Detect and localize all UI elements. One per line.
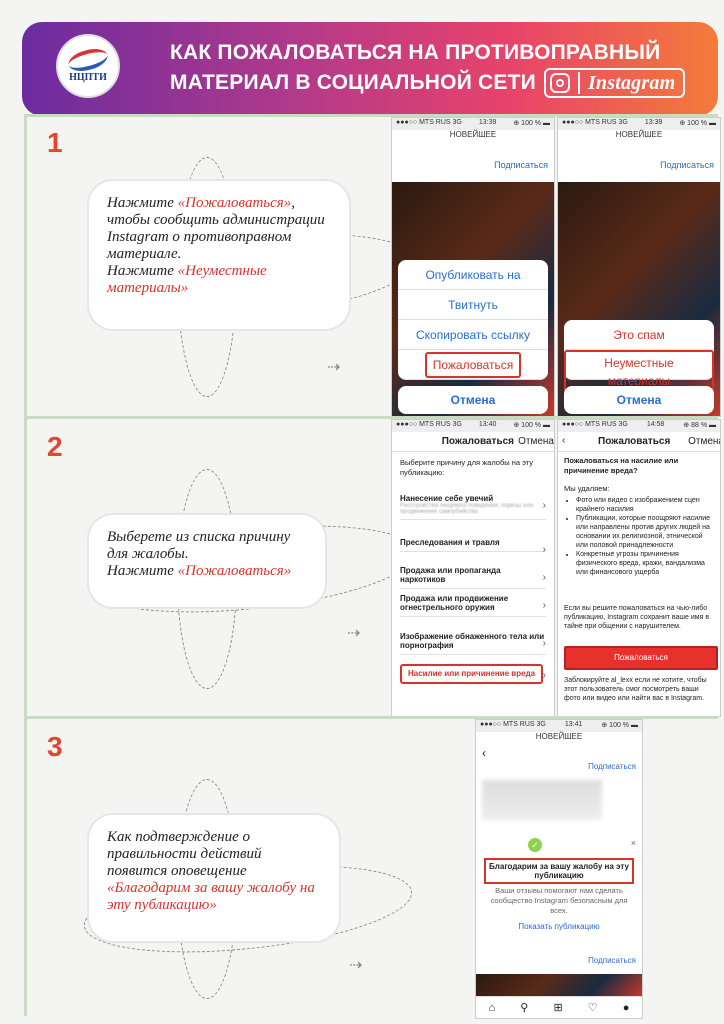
logo-text: НЦПТИ — [69, 71, 107, 83]
we-remove-label: Мы удаляем: — [564, 484, 610, 493]
bottom-nav: ⌂ ⚲ ⊞ ♡ ● — [476, 996, 642, 1018]
logo-swoosh-icon — [66, 44, 110, 75]
feedback-text: Ваши отзывы помогают нам сделать сообщес… — [490, 886, 628, 915]
menu-spam[interactable]: Это спам — [564, 320, 714, 350]
privacy-note: Если вы решите пожаловаться на чью-либо … — [564, 605, 710, 630]
report-button[interactable]: Пожаловаться — [564, 646, 718, 670]
thanks-message: Благодарим за вашу жалобу на эту публика… — [484, 858, 634, 884]
search-icon[interactable]: ⚲ — [520, 1002, 529, 1014]
subscribe-link[interactable]: Подписаться — [660, 160, 714, 170]
arrow-icon: ⇢ — [347, 625, 361, 642]
checkmark-icon: ✓ — [528, 838, 542, 852]
heart-icon[interactable]: ♡ — [587, 1002, 598, 1014]
step-1-instruction: Нажмите «Пожаловаться», чтобы сообщить а… — [89, 181, 349, 329]
screen-title: НОВЕЙШЕЕ — [449, 130, 497, 139]
reason-violence[interactable]: Насилие или причинение вреда› — [400, 664, 546, 688]
step-3-panel: 3 Как подтверждение о правильности дейст… — [24, 716, 718, 1019]
arrow-icon: ⇢ — [327, 359, 341, 376]
badge-divider — [577, 72, 580, 94]
step-2-panel: 2 Выберете из списка причину для жалобы.… — [24, 416, 721, 717]
screen-title: Пожаловаться — [441, 436, 514, 447]
reason-drugs[interactable]: Продажа или пропаганда наркотиков› — [400, 566, 546, 589]
inappropriate-highlight[interactable]: Неуместные материалы — [564, 350, 714, 394]
chevron-right-icon: › — [542, 600, 546, 611]
subscribe-link[interactable]: Подписаться — [494, 160, 548, 170]
menu-report[interactable]: Пожаловаться — [398, 350, 548, 380]
removal-list: Фото или видео с изображением сцен крайн… — [576, 496, 716, 577]
chevron-right-icon: › — [542, 544, 546, 555]
profile-avatar-icon[interactable]: ● — [622, 1001, 630, 1014]
subscribe-link[interactable]: Подписаться — [588, 762, 636, 771]
cancel-button[interactable]: Отмена — [564, 386, 714, 414]
step-number: 2 — [47, 431, 63, 462]
step-number: 1 — [47, 127, 63, 158]
violence-highlight[interactable]: Насилие или причинение вреда — [400, 664, 544, 684]
menu-copy-link[interactable]: Скопировать ссылку — [398, 320, 548, 350]
header-banner: НЦПТИ КАК ПОЖАЛОВАТЬСЯ НА ПРОТИВОПРАВНЫЙ… — [22, 22, 718, 116]
post-photo — [476, 974, 642, 998]
step-3-instruction: Как подтверждение о правильности действи… — [89, 815, 339, 941]
report-question: Пожаловаться на насилие или причинение в… — [564, 456, 679, 475]
subscribe-link[interactable]: Подписаться — [588, 956, 636, 965]
list-item: Конкретные угрозы причинения физического… — [576, 550, 716, 577]
arrow-icon: ⇢ — [349, 957, 363, 974]
report-intro: Выберите причину для жалобы на эту публи… — [400, 458, 534, 477]
chevron-right-icon: › — [542, 572, 546, 583]
back-icon[interactable]: ‹ — [482, 746, 486, 760]
title-line-2: МАТЕРИАЛ В СОЦИАЛЬНОЙ СЕТИ — [170, 71, 536, 94]
chevron-right-icon: › — [542, 638, 546, 649]
list-item: Публикации, которые поощряют насилие или… — [576, 514, 716, 550]
reason-nudity[interactable]: Изображение обнаженного тела или порногр… — [400, 632, 546, 655]
screen-title: НОВЕЙШЕЕ — [535, 732, 583, 741]
reason-harassment[interactable]: Преследования и травля› — [400, 538, 546, 555]
instagram-label: Instagram — [587, 72, 676, 94]
block-note: Заблокируйте al_lexx если не хотите, что… — [564, 677, 707, 702]
title-line-1: КАК ПОЖАЛОВАТЬСЯ НА ПРОТИВОПРАВНЫЙ — [170, 41, 661, 64]
step-number: 3 — [47, 731, 63, 762]
home-icon[interactable]: ⌂ — [488, 1001, 496, 1014]
menu-inappropriate[interactable]: Неуместные материалы — [564, 350, 714, 394]
page-title: КАК ПОЖАЛОВАТЬСЯ НА ПРОТИВОПРАВНЫЙ МАТЕР… — [170, 38, 686, 98]
report-highlight[interactable]: Пожаловаться — [424, 352, 522, 378]
menu-share-facebook[interactable]: Опубликовать на Facebook — [398, 260, 548, 312]
instagram-badge: Instagram — [543, 68, 686, 98]
blurred-post-caption — [482, 780, 602, 820]
step-1-panel: 1 Нажмите «Пожаловаться», чтобы сообщить… — [24, 114, 721, 417]
chevron-right-icon: › — [542, 500, 546, 511]
chevron-right-icon: › — [542, 670, 546, 681]
organization-logo: НЦПТИ — [56, 34, 120, 98]
close-icon[interactable]: × — [630, 838, 636, 848]
menu-tweet[interactable]: Твитнуть — [398, 290, 548, 320]
show-post-link[interactable]: Показать публикацию — [518, 922, 600, 931]
instagram-icon — [549, 73, 570, 93]
back-icon[interactable]: ‹ — [562, 435, 566, 446]
step-2-instruction: Выберете из списка причину для жалобы. Н… — [89, 515, 325, 607]
cancel-link[interactable]: Отмена — [518, 436, 554, 447]
list-item: Фото или видео с изображением сцен крайн… — [576, 496, 716, 514]
add-post-icon[interactable]: ⊞ — [553, 1002, 563, 1014]
screen-title: НОВЕЙШЕЕ — [615, 130, 663, 139]
reason-firearms[interactable]: Продажа или продвижение огнестрельного о… — [400, 594, 546, 617]
cancel-link[interactable]: Отмена — [688, 436, 721, 447]
screen-title: Пожаловаться — [598, 436, 671, 447]
cancel-button[interactable]: Отмена — [398, 386, 548, 414]
